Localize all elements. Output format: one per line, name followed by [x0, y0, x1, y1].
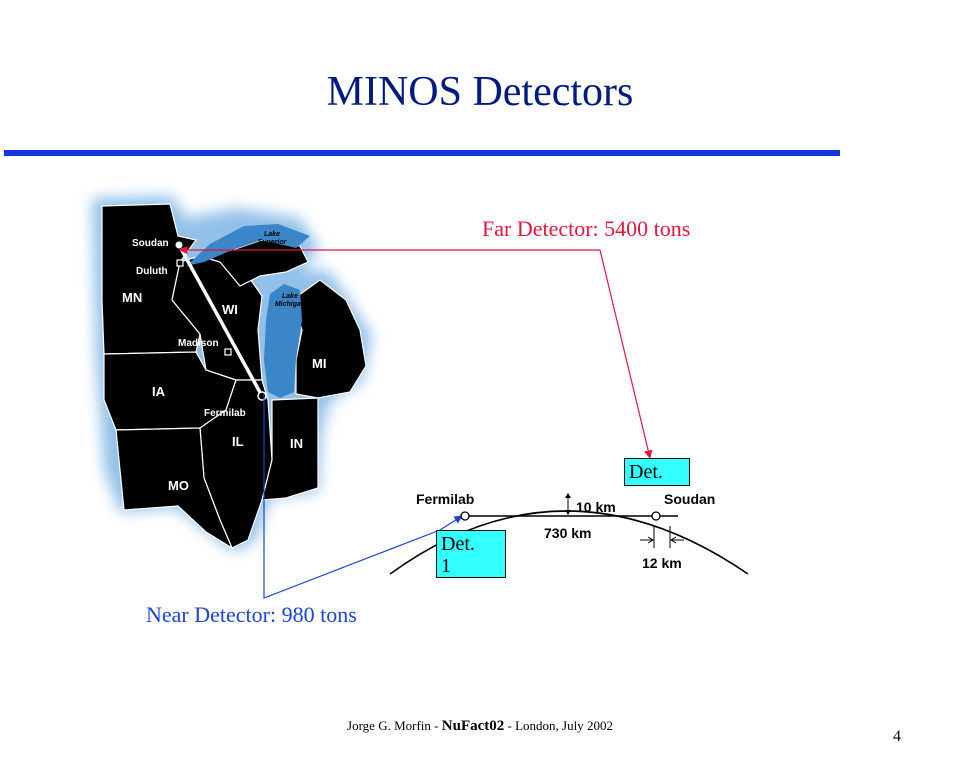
lake-superior	[186, 224, 310, 266]
far-pointer-down	[599, 249, 653, 459]
fermilab-marker	[257, 391, 267, 401]
label-soudan: Soudan	[132, 238, 169, 249]
footer-event: NuFact02	[441, 718, 505, 734]
profile-label-fermilab: Fermilab	[416, 491, 474, 507]
map-lakes	[186, 224, 310, 398]
label-duluth: Duluth	[136, 266, 168, 277]
state-mi	[291, 279, 367, 399]
footer-rest: - London, July 2002	[504, 718, 613, 733]
far-detector-box: Det.	[624, 458, 690, 486]
far-detector-label: Far Detector: 5400 tons	[482, 216, 691, 241]
madison-marker	[224, 348, 232, 356]
lake-michigan	[264, 284, 302, 398]
near-detector-label: Near Detector: 980 tons	[146, 602, 357, 627]
profile-label-width: 12 km	[642, 555, 682, 571]
profile-label-depth: 10 km	[576, 499, 616, 515]
profile-label-soudan: Soudan	[664, 491, 715, 507]
label-mi: MI	[312, 356, 326, 371]
label-in: IN	[290, 436, 303, 451]
slide-title: MINOS Detectors	[326, 69, 634, 115]
state-il	[199, 379, 273, 549]
title-rule	[4, 150, 840, 156]
label-madison: Madison	[178, 338, 219, 349]
map-land	[101, 203, 367, 550]
page-number: 4	[893, 728, 901, 745]
near-detector-box-line2: 1	[441, 555, 451, 577]
label-mn: MN	[122, 290, 142, 305]
beam-line	[177, 244, 264, 397]
near-pointer	[263, 394, 441, 599]
label-il: IL	[232, 434, 244, 449]
label-fermilab: Fermilab	[204, 408, 246, 419]
label-ia: IA	[152, 384, 166, 399]
label-wi: WI	[222, 302, 238, 317]
state-mo	[115, 427, 234, 550]
near-detector-box: Det. 1	[436, 530, 506, 578]
near-pointer-tip	[439, 515, 463, 531]
profile-label-distance: 730 km	[544, 525, 591, 541]
duluth-marker	[176, 259, 184, 267]
near-detector-box-line1: Det.	[441, 533, 475, 555]
footer: Jorge G. Morfin - NuFact02 - London, Jul…	[0, 718, 960, 735]
footer-author: Jorge G. Morfin -	[347, 718, 442, 733]
profile-fermilab	[460, 511, 470, 521]
profile-soudan	[651, 511, 661, 521]
label-mo: MO	[168, 478, 189, 493]
soudan-marker	[174, 240, 184, 250]
